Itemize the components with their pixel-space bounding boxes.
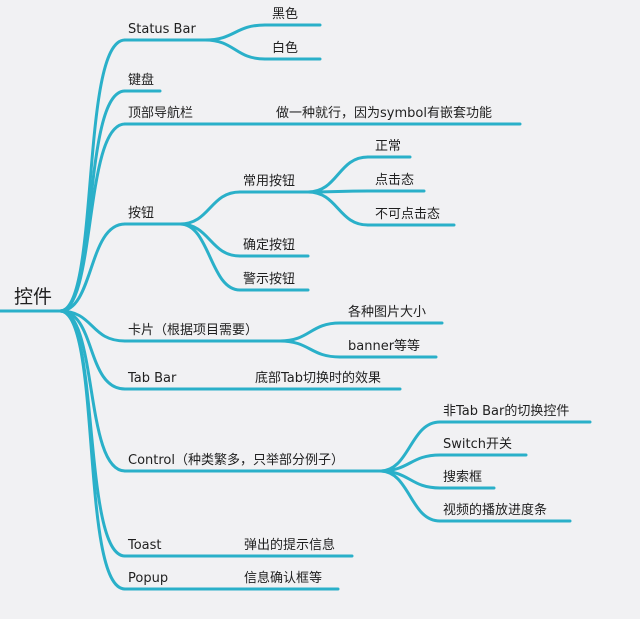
connector-common-buttons <box>178 190 242 226</box>
leaf-toast-note: 弹出的提示信息 <box>244 538 336 553</box>
leaf-progress: 视频的播放进度条 <box>443 503 548 518</box>
connector-banner <box>278 339 342 359</box>
branch-keyboard: 键盘 <box>128 73 155 88</box>
leaf-tab-bar-note: 底部Tab切换时的效果 <box>255 371 382 386</box>
connector-white <box>203 38 267 61</box>
connector-control <box>58 309 127 473</box>
leaf-disabled: 不可点击态 <box>375 207 441 222</box>
branch-status-bar: Status Bar <box>128 22 196 37</box>
branch-popup: Popup <box>128 571 169 586</box>
leaf-black: 黑色 <box>272 7 299 22</box>
leaf-confirm-button: 确定按钮 <box>243 238 296 253</box>
root-node: 控件 <box>14 286 53 308</box>
branch-toast: Toast <box>128 538 162 553</box>
connector-confirm-button <box>178 222 242 258</box>
connector-tab-bar <box>58 309 127 391</box>
connector-top-nav <box>58 122 127 313</box>
leaf-warning-button: 警示按钮 <box>243 272 296 287</box>
leaf-non-tab-switch: 非Tab Bar的切换控件 <box>443 404 570 419</box>
branch-control: Control（种类繁多，只举部分例子） <box>128 453 344 468</box>
leaf-banner: banner等等 <box>348 339 421 354</box>
branch-buttons: 按钮 <box>128 206 155 221</box>
leaf-popup-note: 信息确认框等 <box>244 571 323 586</box>
connector-popup <box>58 309 127 591</box>
leaf-white: 白色 <box>272 41 299 56</box>
leaf-pressed: 点击态 <box>375 173 415 188</box>
connector-progress <box>378 469 442 523</box>
leaf-image-sizes: 各种图片大小 <box>348 305 427 320</box>
branch-tab-bar: Tab Bar <box>128 371 177 386</box>
connector-normal <box>306 155 370 194</box>
connector-toast <box>58 309 127 558</box>
branch-top-nav: 顶部导航栏 <box>128 106 194 121</box>
connector-black <box>203 23 267 42</box>
connector-disabled <box>306 190 370 227</box>
subbranch-common-buttons: 常用按钮 <box>243 174 296 189</box>
leaf-switch: Switch开关 <box>443 437 512 452</box>
leaf-search: 搜索框 <box>443 470 483 485</box>
leaf-top-nav-note: 做一种就行，因为symbol有嵌套功能 <box>276 106 492 121</box>
connector-image-sizes <box>278 321 342 343</box>
branch-card: 卡片（根据项目需要） <box>128 323 259 338</box>
connector-warning-button <box>178 222 242 292</box>
connector-buttons <box>58 222 127 313</box>
leaf-normal: 正常 <box>375 139 402 154</box>
